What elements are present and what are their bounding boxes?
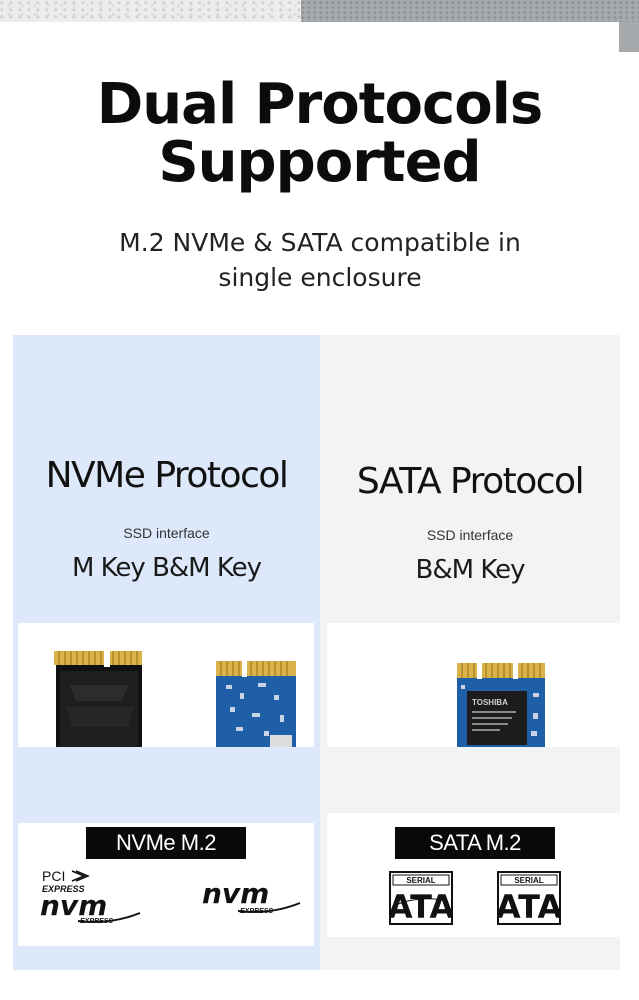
sata-panel: SATA Protocol SSD interface B&M Key TOSH… bbox=[320, 335, 620, 970]
nvm-express-logo: nvm EXPRESS bbox=[202, 879, 302, 919]
nvme-protocol-title: NVMe Protocol bbox=[45, 455, 289, 496]
title-line-1: Dual Protocols bbox=[96, 72, 543, 137]
serial-ata-logo-2: SERIAL ATA bbox=[497, 871, 561, 925]
nvme-logo-box: NVMe M.2 PCI EXPRESS nvm EXPRESS nvm EXP… bbox=[18, 823, 314, 946]
ata-text-2: ATA bbox=[497, 888, 561, 925]
ata-text-1: ATA bbox=[389, 888, 453, 925]
top-texture-tab bbox=[619, 22, 639, 52]
blue-pcb-ssd-image bbox=[216, 659, 296, 747]
sata-protocol-title: SATA Protocol bbox=[356, 461, 585, 502]
subtitle-line-2: single enclosure bbox=[218, 263, 422, 292]
serial-text-1: SERIAL bbox=[406, 876, 435, 885]
page-title: Dual Protocols Supported bbox=[0, 76, 639, 192]
title-line-2: Supported bbox=[158, 130, 481, 195]
top-texture-dark bbox=[301, 0, 639, 22]
subtitle-line-1: M.2 NVMe & SATA compatible in bbox=[119, 228, 521, 257]
nvm-text-1: nvm bbox=[40, 889, 107, 922]
toshiba-ssd-image: TOSHIBA bbox=[457, 661, 545, 747]
sata-interface-label: SSD interface bbox=[426, 527, 514, 543]
sata-logo-box: SATA M.2 SERIAL ATA SERIAL ATA bbox=[327, 813, 620, 937]
pci-text: PCI bbox=[42, 868, 65, 884]
page-subtitle: M.2 NVMe & SATA compatible in single enc… bbox=[80, 225, 560, 295]
sata-key-label: B&M Key bbox=[415, 555, 526, 585]
nvme-panel: NVMe Protocol SSD interface M Key B&M Ke… bbox=[13, 335, 320, 970]
nvme-m2-tag: NVMe M.2 bbox=[86, 827, 246, 859]
nvme-interface-label: SSD interface bbox=[123, 525, 210, 541]
sata-m2-tag: SATA M.2 bbox=[395, 827, 555, 859]
nvm-text-2: nvm bbox=[202, 879, 269, 910]
nvme-ssd-photo bbox=[18, 623, 314, 747]
nvme-key-label: M Key B&M Key bbox=[71, 553, 262, 583]
pci-express-nvm-logo: PCI EXPRESS nvm EXPRESS bbox=[40, 867, 150, 925]
top-texture-strip bbox=[0, 0, 639, 22]
sata-ssd-photo: TOSHIBA bbox=[327, 623, 620, 747]
express-text-1: EXPRESS bbox=[42, 884, 85, 894]
black-ssd-image bbox=[54, 649, 142, 747]
toshiba-chip-label: TOSHIBA bbox=[472, 698, 508, 707]
serial-text-2: SERIAL bbox=[514, 876, 543, 885]
serial-ata-logo-1: SERIAL ATA bbox=[389, 871, 453, 925]
